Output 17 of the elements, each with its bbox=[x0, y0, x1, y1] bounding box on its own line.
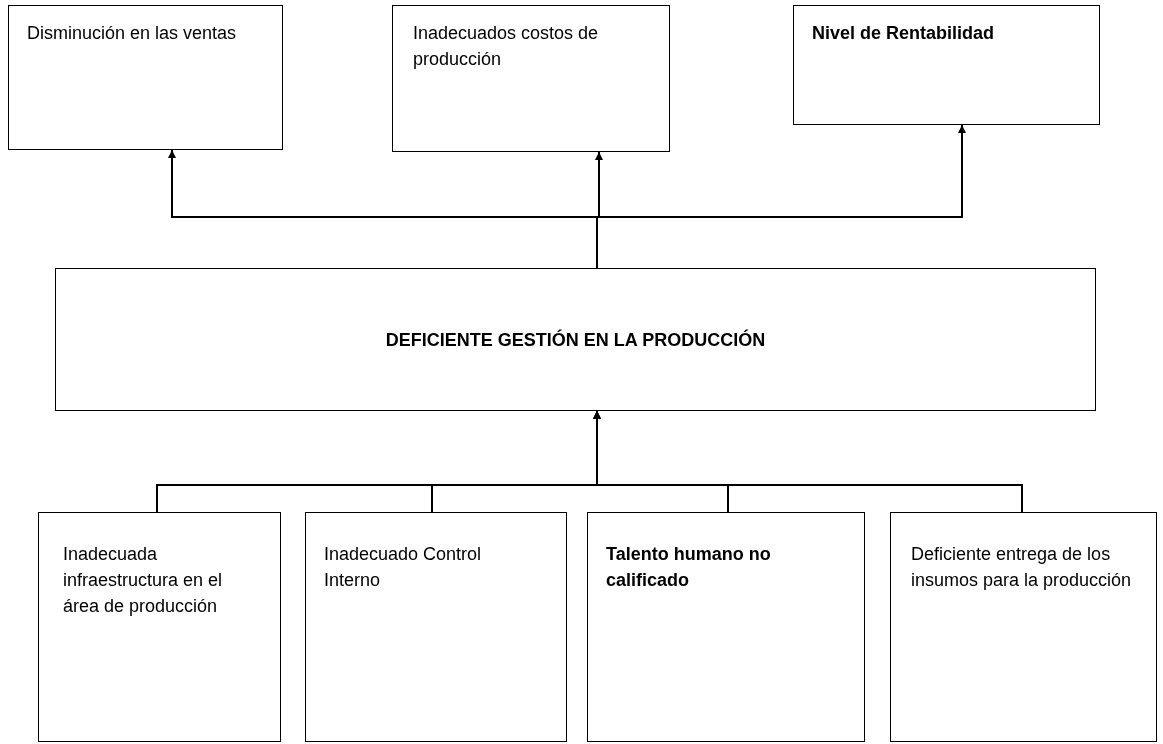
box-text: Inadecuado Control Interno bbox=[324, 543, 483, 592]
text-box bbox=[38, 512, 281, 742]
text-box bbox=[305, 512, 567, 742]
text-box bbox=[392, 5, 670, 152]
arrow bbox=[593, 410, 1023, 513]
text-box bbox=[890, 512, 1157, 742]
box-text: Inadecuada infraestructura en el área de producción bbox=[63, 543, 224, 618]
box-text: Inadecuados costos de producción bbox=[413, 22, 600, 71]
text-box bbox=[55, 268, 1096, 411]
text-box bbox=[8, 5, 283, 150]
box-text: Disminución en las ventas bbox=[27, 22, 238, 45]
text-box bbox=[793, 5, 1100, 125]
box-text: Nivel de Rentabilidad bbox=[812, 22, 996, 45]
text-box bbox=[587, 512, 865, 742]
box-text: DEFICIENTE GESTIÓN EN LA PRODUCCIÓN bbox=[384, 328, 767, 352]
box-text: Deficiente entrega de los insumos para la producción bbox=[911, 543, 1133, 592]
box-text: Talento humano no calificado bbox=[606, 543, 772, 592]
